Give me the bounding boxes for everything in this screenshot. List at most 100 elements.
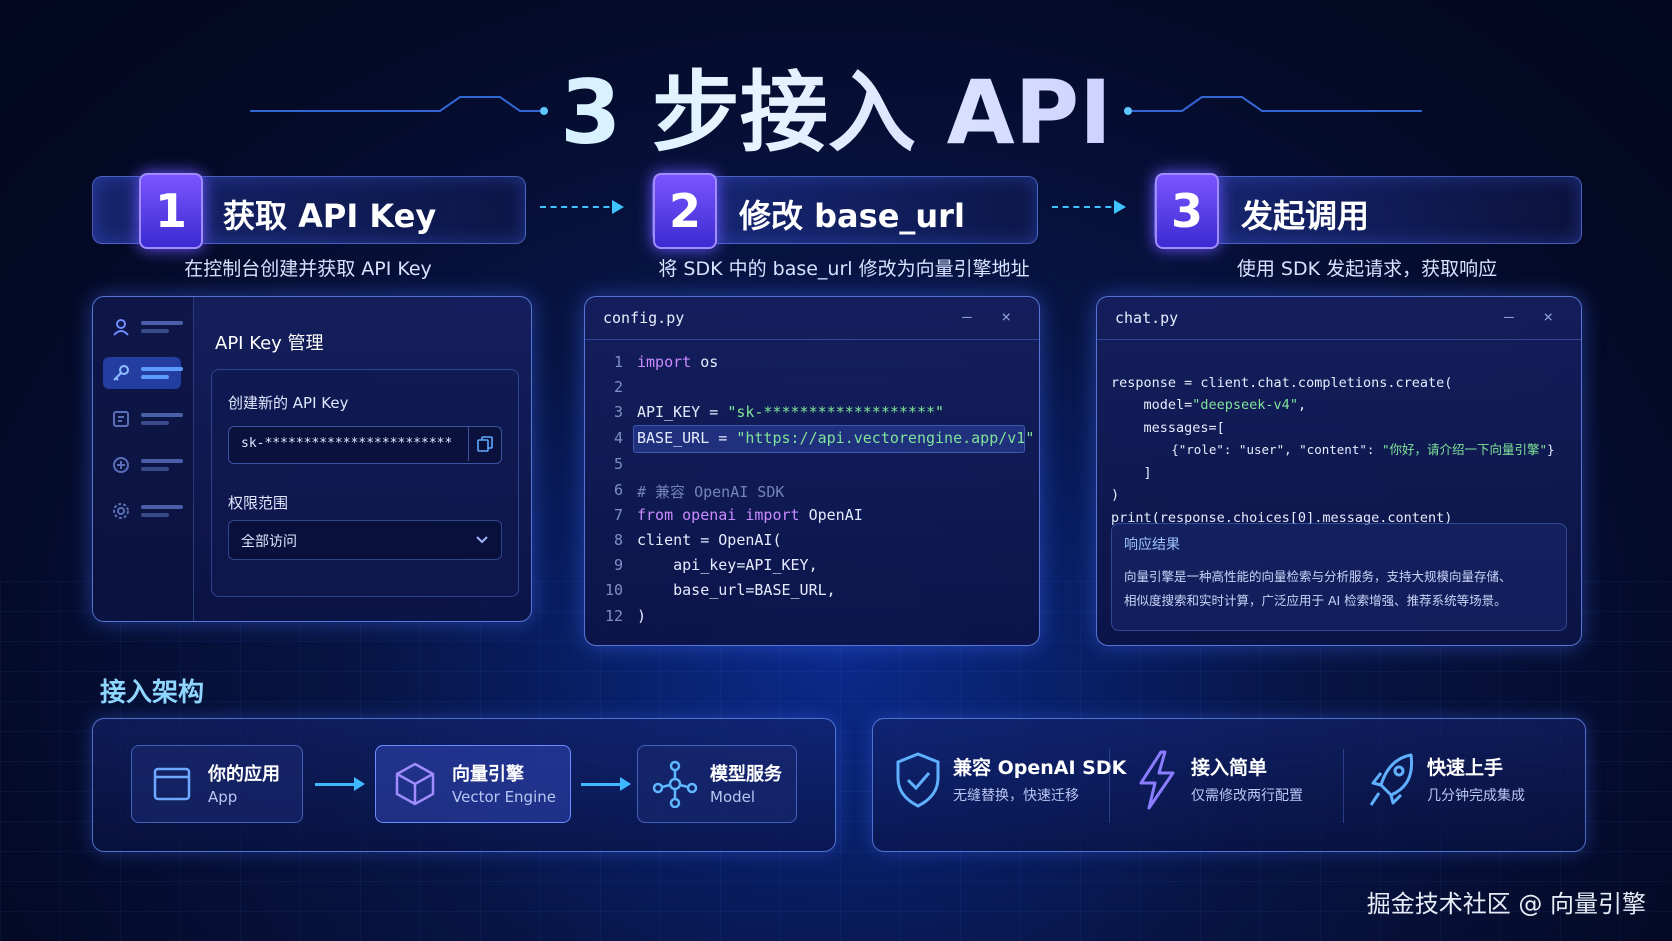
sidebar-item-user[interactable] [103, 311, 183, 343]
code-line-4: BASE_URL = "https://api.vectorengine.app… [637, 429, 1035, 447]
response-line-1: 向量引擎是一种高性能的向量检索与分析服务，支持大规模向量存储、 [1124, 569, 1512, 584]
line-number: 7 [613, 506, 623, 524]
line-number: 10 [604, 581, 623, 599]
feature-divider [1343, 749, 1344, 823]
step-3-number: 3 [1155, 173, 1219, 249]
feature-sub: 仅需修改两行配置 [1191, 788, 1303, 804]
copy-button[interactable] [468, 427, 501, 461]
api-key-field[interactable]: sk-************************ [228, 426, 502, 464]
feature-sub: 无缝替换，快速迁移 [953, 788, 1079, 804]
gear-icon [113, 503, 129, 519]
architecture-heading: 接入架构 [100, 678, 205, 708]
arch-node-sub: App [208, 788, 238, 806]
arch-node-model: 模型服务 Model [637, 745, 797, 823]
code-line-10: base_url=BASE_URL, [637, 581, 836, 599]
line-number: 4 [613, 429, 623, 447]
rocket-icon [1369, 753, 1414, 806]
step-2-header: 2 修改 base_url [652, 173, 1038, 249]
watermark: 掘金技术社区 @ 向量引擎 [1366, 890, 1646, 918]
code-line-8: client = OpenAI( [637, 531, 782, 549]
page-title: 3 步接入 API [0, 42, 1672, 169]
arch-arrow [315, 777, 365, 791]
cube-icon [395, 762, 435, 806]
step-3-header: 3 发起调用 [1154, 173, 1582, 249]
response-title: 响应结果 [1124, 537, 1180, 553]
highlighted-line [633, 425, 1025, 453]
chat-code: response = client.chat.completions.creat… [1111, 349, 1555, 529]
arch-node-sub: Model [710, 788, 756, 806]
step-1-label: 获取 API Key [223, 197, 437, 235]
chat-title-bar: chat.py – × [1097, 297, 1581, 340]
architecture-panel: 你的应用 App 向量引擎 Vector Engine 模型服务 Model [92, 718, 836, 852]
chat-code-line: model="deepseek-v4", [1111, 397, 1307, 413]
chat-code-line: {"role": "user", "content": "你好，请介绍一下向量引… [1111, 442, 1555, 457]
step-1-description: 在控制台创建并获取 API Key [184, 258, 432, 280]
console-sidebar [93, 297, 194, 621]
scope-select[interactable]: 全部访问 [228, 520, 502, 560]
title-decoration-left [250, 96, 548, 115]
sidebar-item-dashboard[interactable] [103, 403, 183, 435]
chat-editor-panel: chat.py – × response = client.chat.compl… [1096, 296, 1582, 646]
arch-node-title: 你的应用 [208, 764, 280, 785]
code-line-1: import os [637, 353, 719, 371]
line-number: 3 [613, 403, 623, 421]
line-number: 1 [613, 353, 623, 371]
window-controls[interactable]: – × [962, 307, 1021, 326]
arch-node-title: 向量引擎 [452, 764, 524, 785]
feature-quick-start: 快速上手 几分钟完成集成 [1367, 739, 1567, 819]
sidebar-item-settings[interactable] [103, 495, 183, 527]
chat-code-line: ) [1111, 487, 1120, 503]
chevron-down-icon [476, 536, 488, 544]
step-3-description: 使用 SDK 发起请求，获取响应 [1236, 258, 1498, 280]
config-title-bar: config.py – × [585, 297, 1039, 340]
sidebar-item-keys[interactable] [103, 357, 183, 389]
feature-title: 接入简单 [1191, 757, 1268, 779]
feature-title: 快速上手 [1427, 757, 1504, 779]
api-key-panel: API Key 管理 创建新的 API Key sk-*************… [92, 296, 532, 622]
scope-label: 权限范围 [228, 494, 289, 512]
network-icon [652, 760, 698, 808]
line-number: 9 [613, 556, 623, 574]
window-controls[interactable]: – × [1504, 307, 1563, 326]
shield-check-icon [896, 752, 940, 808]
copy-icon [477, 436, 493, 452]
response-result-box: 响应结果 向量引擎是一种高性能的向量检索与分析服务，支持大规模向量存储、 相似度… [1111, 523, 1567, 631]
feature-easy-integration: 接入简单 仅需修改两行配置 [1131, 739, 1331, 819]
key-icon [113, 365, 129, 381]
code-line-7: from openai import OpenAI [637, 506, 863, 524]
response-line-2: 相似度搜索和实时计算，广泛应用于 AI 检索增强、推荐系统等场景。 [1124, 593, 1507, 608]
api-key-heading: API Key 管理 [215, 333, 324, 354]
code-line-3: API_KEY = "sk-*******************" [637, 403, 945, 421]
plus-circle-icon [113, 457, 129, 473]
arch-node-app: 你的应用 App [131, 745, 303, 823]
dashboard-icon [113, 411, 129, 427]
chat-filename: chat.py [1115, 309, 1179, 327]
code-comment: # 兼容 OpenAI SDK [637, 483, 785, 501]
feature-title: 兼容 OpenAI SDK [953, 757, 1127, 779]
scope-value: 全部访问 [241, 534, 297, 550]
chat-code-line: messages=[ [1111, 419, 1225, 436]
feature-sub: 几分钟完成集成 [1427, 788, 1525, 804]
arch-node-vector-engine: 向量引擎 Vector Engine [375, 745, 571, 823]
chat-code-line: ] [1111, 464, 1152, 481]
code-line-12: ) [637, 607, 647, 625]
chat-code-line: print(response.choices[0].message.conten… [1111, 509, 1453, 526]
sidebar-item-add[interactable] [103, 449, 183, 481]
app-window-icon [153, 767, 191, 801]
code-line-9: api_key=API_KEY, [637, 556, 818, 574]
chat-code-line: response = client.chat.completions.creat… [1111, 374, 1453, 391]
config-filename: config.py [603, 309, 685, 327]
line-number: 12 [604, 607, 623, 625]
arch-arrow [581, 777, 631, 791]
line-number: 6 [613, 481, 623, 499]
create-key-label: 创建新的 API Key [228, 394, 349, 412]
user-icon [113, 319, 129, 336]
line-number: 5 [613, 455, 623, 473]
step-2-label: 修改 base_url [739, 197, 965, 235]
arch-node-title: 模型服务 [710, 764, 782, 785]
arch-node-sub: Vector Engine [452, 788, 556, 806]
lightning-icon [1139, 750, 1175, 810]
step-1-number: 1 [139, 173, 203, 249]
title-decoration-right [1124, 96, 1422, 115]
